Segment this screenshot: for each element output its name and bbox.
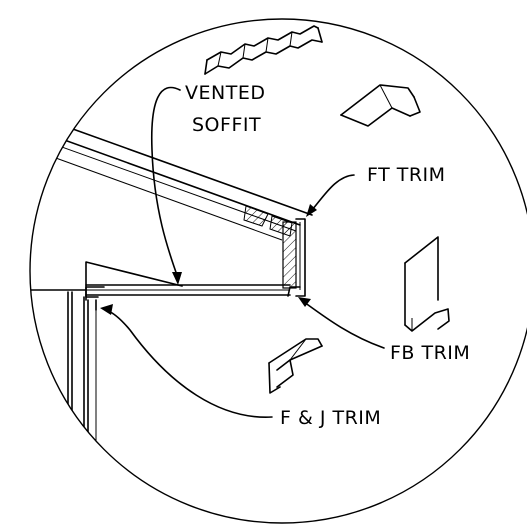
vented-soffit-label-line1: VENTED: [185, 82, 265, 104]
vented-soffit-leader: [150, 86, 182, 285]
ft-trim-icon: [340, 84, 421, 127]
vented-soffit-panel-icon: [204, 25, 323, 75]
fj-trim-icon: [268, 338, 323, 394]
fj-trim-leader: [100, 304, 273, 418]
ft-trim-leader: [306, 174, 355, 217]
building-section: [30, 109, 313, 523]
fj-trim-label: F & J TRIM: [280, 407, 381, 429]
detail-circle: [29, 18, 527, 524]
fb-trim-leader: [298, 297, 385, 349]
ft-trim-label: FT TRIM: [367, 164, 446, 186]
fb-trim-icon: [404, 236, 450, 332]
vented-soffit-label-line2: SOFFIT: [192, 114, 261, 136]
fb-trim-label: FB TRIM: [390, 342, 470, 364]
